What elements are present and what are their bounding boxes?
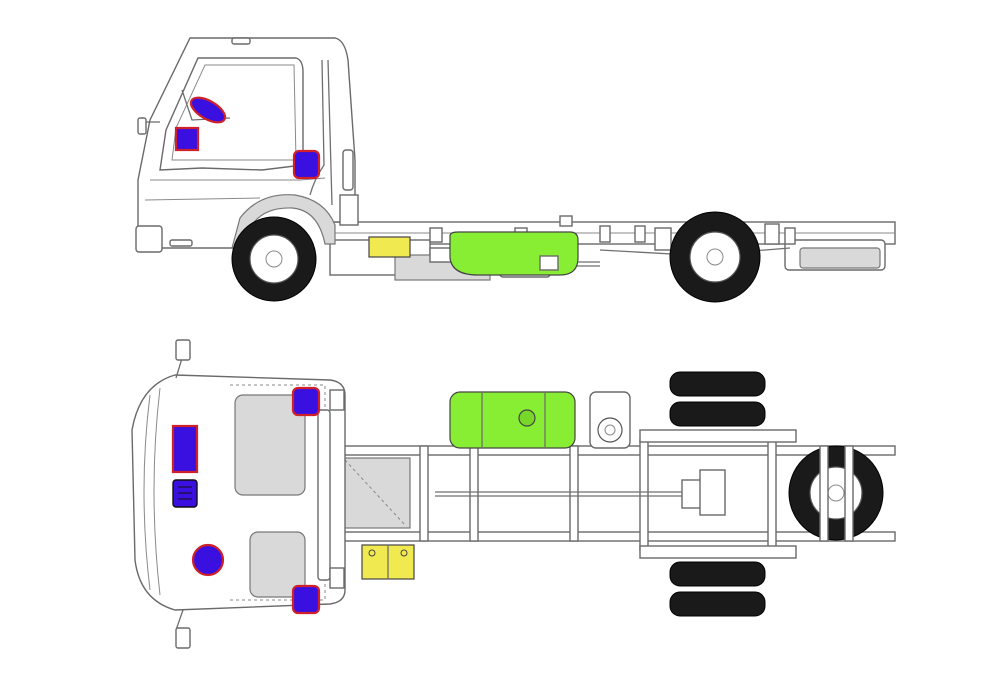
seat-right [234, 394, 306, 496]
battery-side [368, 236, 411, 258]
fuel-tank-top [449, 391, 576, 449]
side-rear-wheel [669, 211, 761, 303]
mirror-sensor-side [189, 96, 227, 124]
round-sensor-top [191, 543, 225, 577]
fuel-tank-side [449, 231, 579, 276]
side-view [135, 37, 896, 303]
door-sensor-top-left [291, 584, 321, 615]
door-sensor-side [292, 149, 321, 180]
top-spare-wheel [788, 445, 884, 542]
side-mirror [137, 117, 147, 135]
side-front-wheel [231, 216, 317, 302]
dash-module-top [171, 424, 199, 474]
top-view [131, 339, 896, 649]
dash-module-side [174, 126, 200, 152]
door-sensor-top-right [291, 386, 321, 417]
top-air-filter [589, 391, 631, 449]
seat-left [249, 531, 306, 598]
front-bumper [135, 225, 163, 253]
top-mirror-right [175, 339, 191, 361]
top-frame [329, 429, 896, 559]
top-mirror-left [175, 627, 191, 649]
top-rear-tires [669, 371, 766, 617]
side-cab [135, 37, 359, 253]
